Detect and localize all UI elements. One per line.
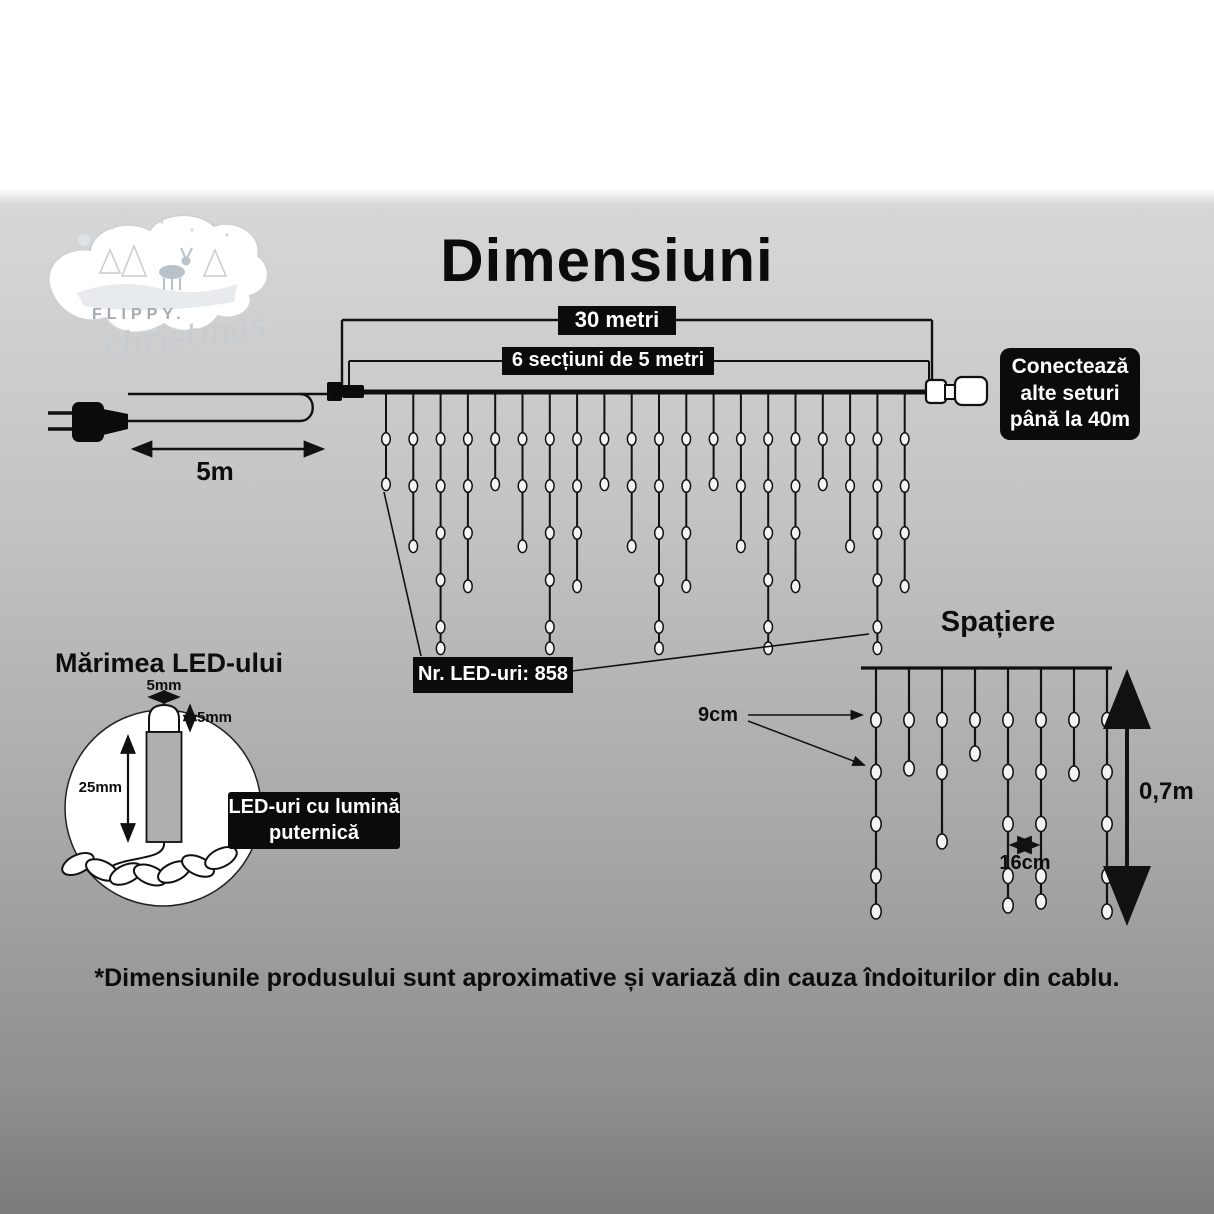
total-length-label: 30 metri [558,306,676,335]
led-count-pointers [383,491,870,672]
spacing-curtain [870,668,1113,920]
led-width-label: 5mm [146,677,182,694]
led-dome-icon [148,703,180,733]
icicle-curtain [380,392,910,656]
logo-brand-text: FLIPPY. [92,306,186,323]
drop-length-label: 0,7m [1139,778,1194,805]
end-connector-icon [924,375,989,407]
lead-cable [128,392,332,423]
wire-connector-icon [327,382,364,401]
page-title: Dimensiuni [440,227,774,294]
led-callout: LED-uri cu lumină puternică [228,792,400,849]
led-size-detail [61,689,262,907]
led-callout-line2: puternică [268,821,360,844]
brand-logo: FLIPPY. christmas [22,198,272,388]
led-body-height-label: 25mm [78,779,122,796]
drop-spacing-label: 16cm [999,852,1051,874]
led-count-label: Nr. LED-uri: 858 [413,657,573,693]
led-callout-line1: LED-uri cu lumină [228,795,400,818]
led-body-icon [145,731,183,843]
led-count-text: Nr. LED-uri: 858 [417,663,569,686]
spacing-heading: Spațiere [940,606,1056,638]
bulb-spacing-pointers [747,709,866,766]
footnote: *Dimensiunile produsului sunt aproximati… [94,964,1120,992]
power-plug-icon [48,402,128,442]
lead-length-label: 5m [196,456,234,486]
connector-note-line2: alte seturi [1020,381,1120,405]
sections-label: 6 secțiuni de 5 metri [502,347,714,375]
connector-note-line3: până la 40m [1009,408,1131,432]
bulb-spacing-label: 9cm [697,704,739,726]
sections-text: 6 secțiuni de 5 metri [511,349,705,372]
led-size-heading: Mărimea LED-ului [55,648,284,678]
twisted-cable-icon [61,846,238,887]
connector-note: Conectează alte seturi până la 40m [1000,348,1140,440]
connector-note-line1: Conectează [1011,354,1129,378]
logo-cloud-icon [47,214,269,334]
total-length-text: 30 metri [574,307,660,333]
led-cap-height-label: 5mm [197,709,233,726]
